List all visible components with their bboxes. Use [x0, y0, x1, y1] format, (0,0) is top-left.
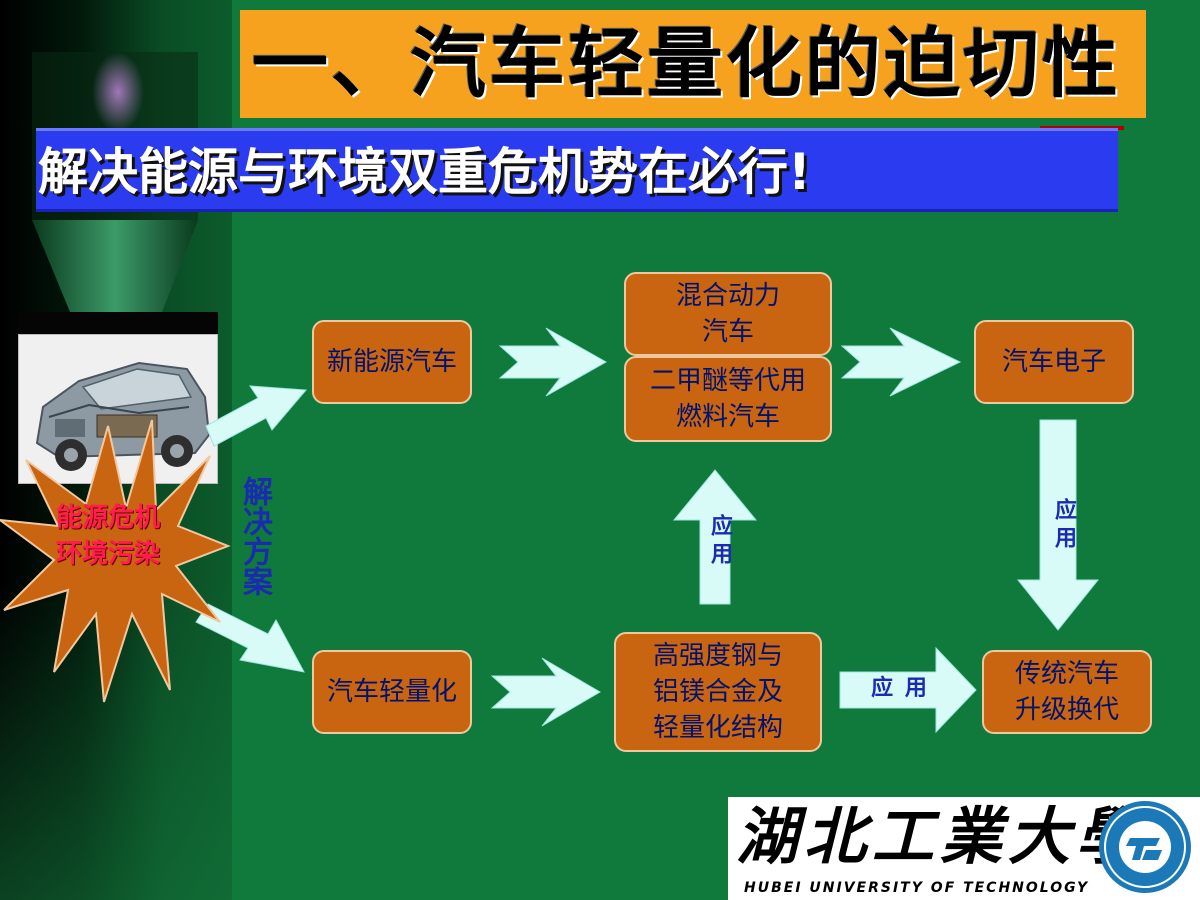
arrow-materials-to-dme	[672, 469, 758, 605]
university-seal-icon	[1099, 801, 1191, 893]
arrow-hybrid-to-electronics	[840, 327, 962, 397]
box-dme-fuel-vehicle: 二甲醚等代用 燃料汽车	[624, 356, 832, 442]
solution-label: 解决方案	[237, 476, 272, 596]
arrow-new-energy-to-hybrid	[498, 327, 608, 397]
explosion-star-icon	[0, 419, 231, 703]
box-lightweight: 汽车轻量化	[312, 650, 472, 734]
box-materials-label-2: 铝镁合金及	[652, 677, 783, 707]
page-title: 一、汽车轻量化的迫切性	[252, 19, 1121, 108]
apply-label-down: 应用	[1051, 498, 1076, 554]
arrow-electronics-to-traditional	[1016, 419, 1100, 631]
box-lightweight-label: 汽车轻量化	[326, 677, 457, 707]
box-dme-label-2: 燃料汽车	[675, 402, 780, 432]
apply-label-up: 应用	[707, 514, 732, 570]
box-traditional-label-1: 传统汽车	[1014, 659, 1119, 689]
car-photo	[18, 334, 218, 484]
arrow-to-lightweight	[195, 603, 305, 673]
box-electronics-label: 汽车电子	[1001, 347, 1106, 377]
apply-label-right: 应 用	[871, 676, 929, 701]
box-new-energy-label: 新能源汽车	[326, 347, 457, 377]
arrow-lightweight-to-materials	[490, 657, 601, 727]
box-hybrid-vehicle: 混合动力 汽车	[624, 272, 832, 356]
subtitle-bar	[36, 128, 1118, 212]
box-hybrid-label-1: 混合动力	[675, 281, 780, 311]
university-name-cn: 湖北工業大學	[736, 800, 1145, 873]
car-cutaway-icon	[19, 335, 217, 483]
page-subtitle: 解决能源与环境双重危机势在必行!	[38, 143, 811, 201]
arrow-to-new-energy	[205, 385, 308, 447]
box-new-energy-vehicle: 新能源汽车	[312, 320, 472, 404]
title-bar	[240, 10, 1146, 118]
box-materials: 高强度钢与 铝镁合金及 轻量化结构	[614, 632, 822, 752]
crisis-line-2: 环境污染	[55, 539, 160, 569]
crisis-line-1: 能源危机	[55, 503, 160, 533]
box-automotive-electronics: 汽车电子	[974, 320, 1134, 404]
box-materials-label-3: 轻量化结构	[652, 713, 783, 743]
box-dme-label-1: 二甲醚等代用	[649, 366, 806, 396]
photo-top-bar	[18, 312, 218, 334]
box-hybrid-label-2: 汽车	[701, 317, 754, 347]
box-traditional-label-2: 升级换代	[1014, 695, 1119, 725]
crisis-text: 能源危机 环境污染	[20, 500, 196, 580]
box-traditional-upgrade: 传统汽车 升级换代	[982, 650, 1152, 734]
arrow-materials-to-traditional	[839, 646, 977, 734]
university-name-en: HUBEI UNIVERSITY OF TECHNOLOGY	[744, 880, 1090, 896]
box-materials-label-1: 高强度钢与	[652, 641, 783, 671]
